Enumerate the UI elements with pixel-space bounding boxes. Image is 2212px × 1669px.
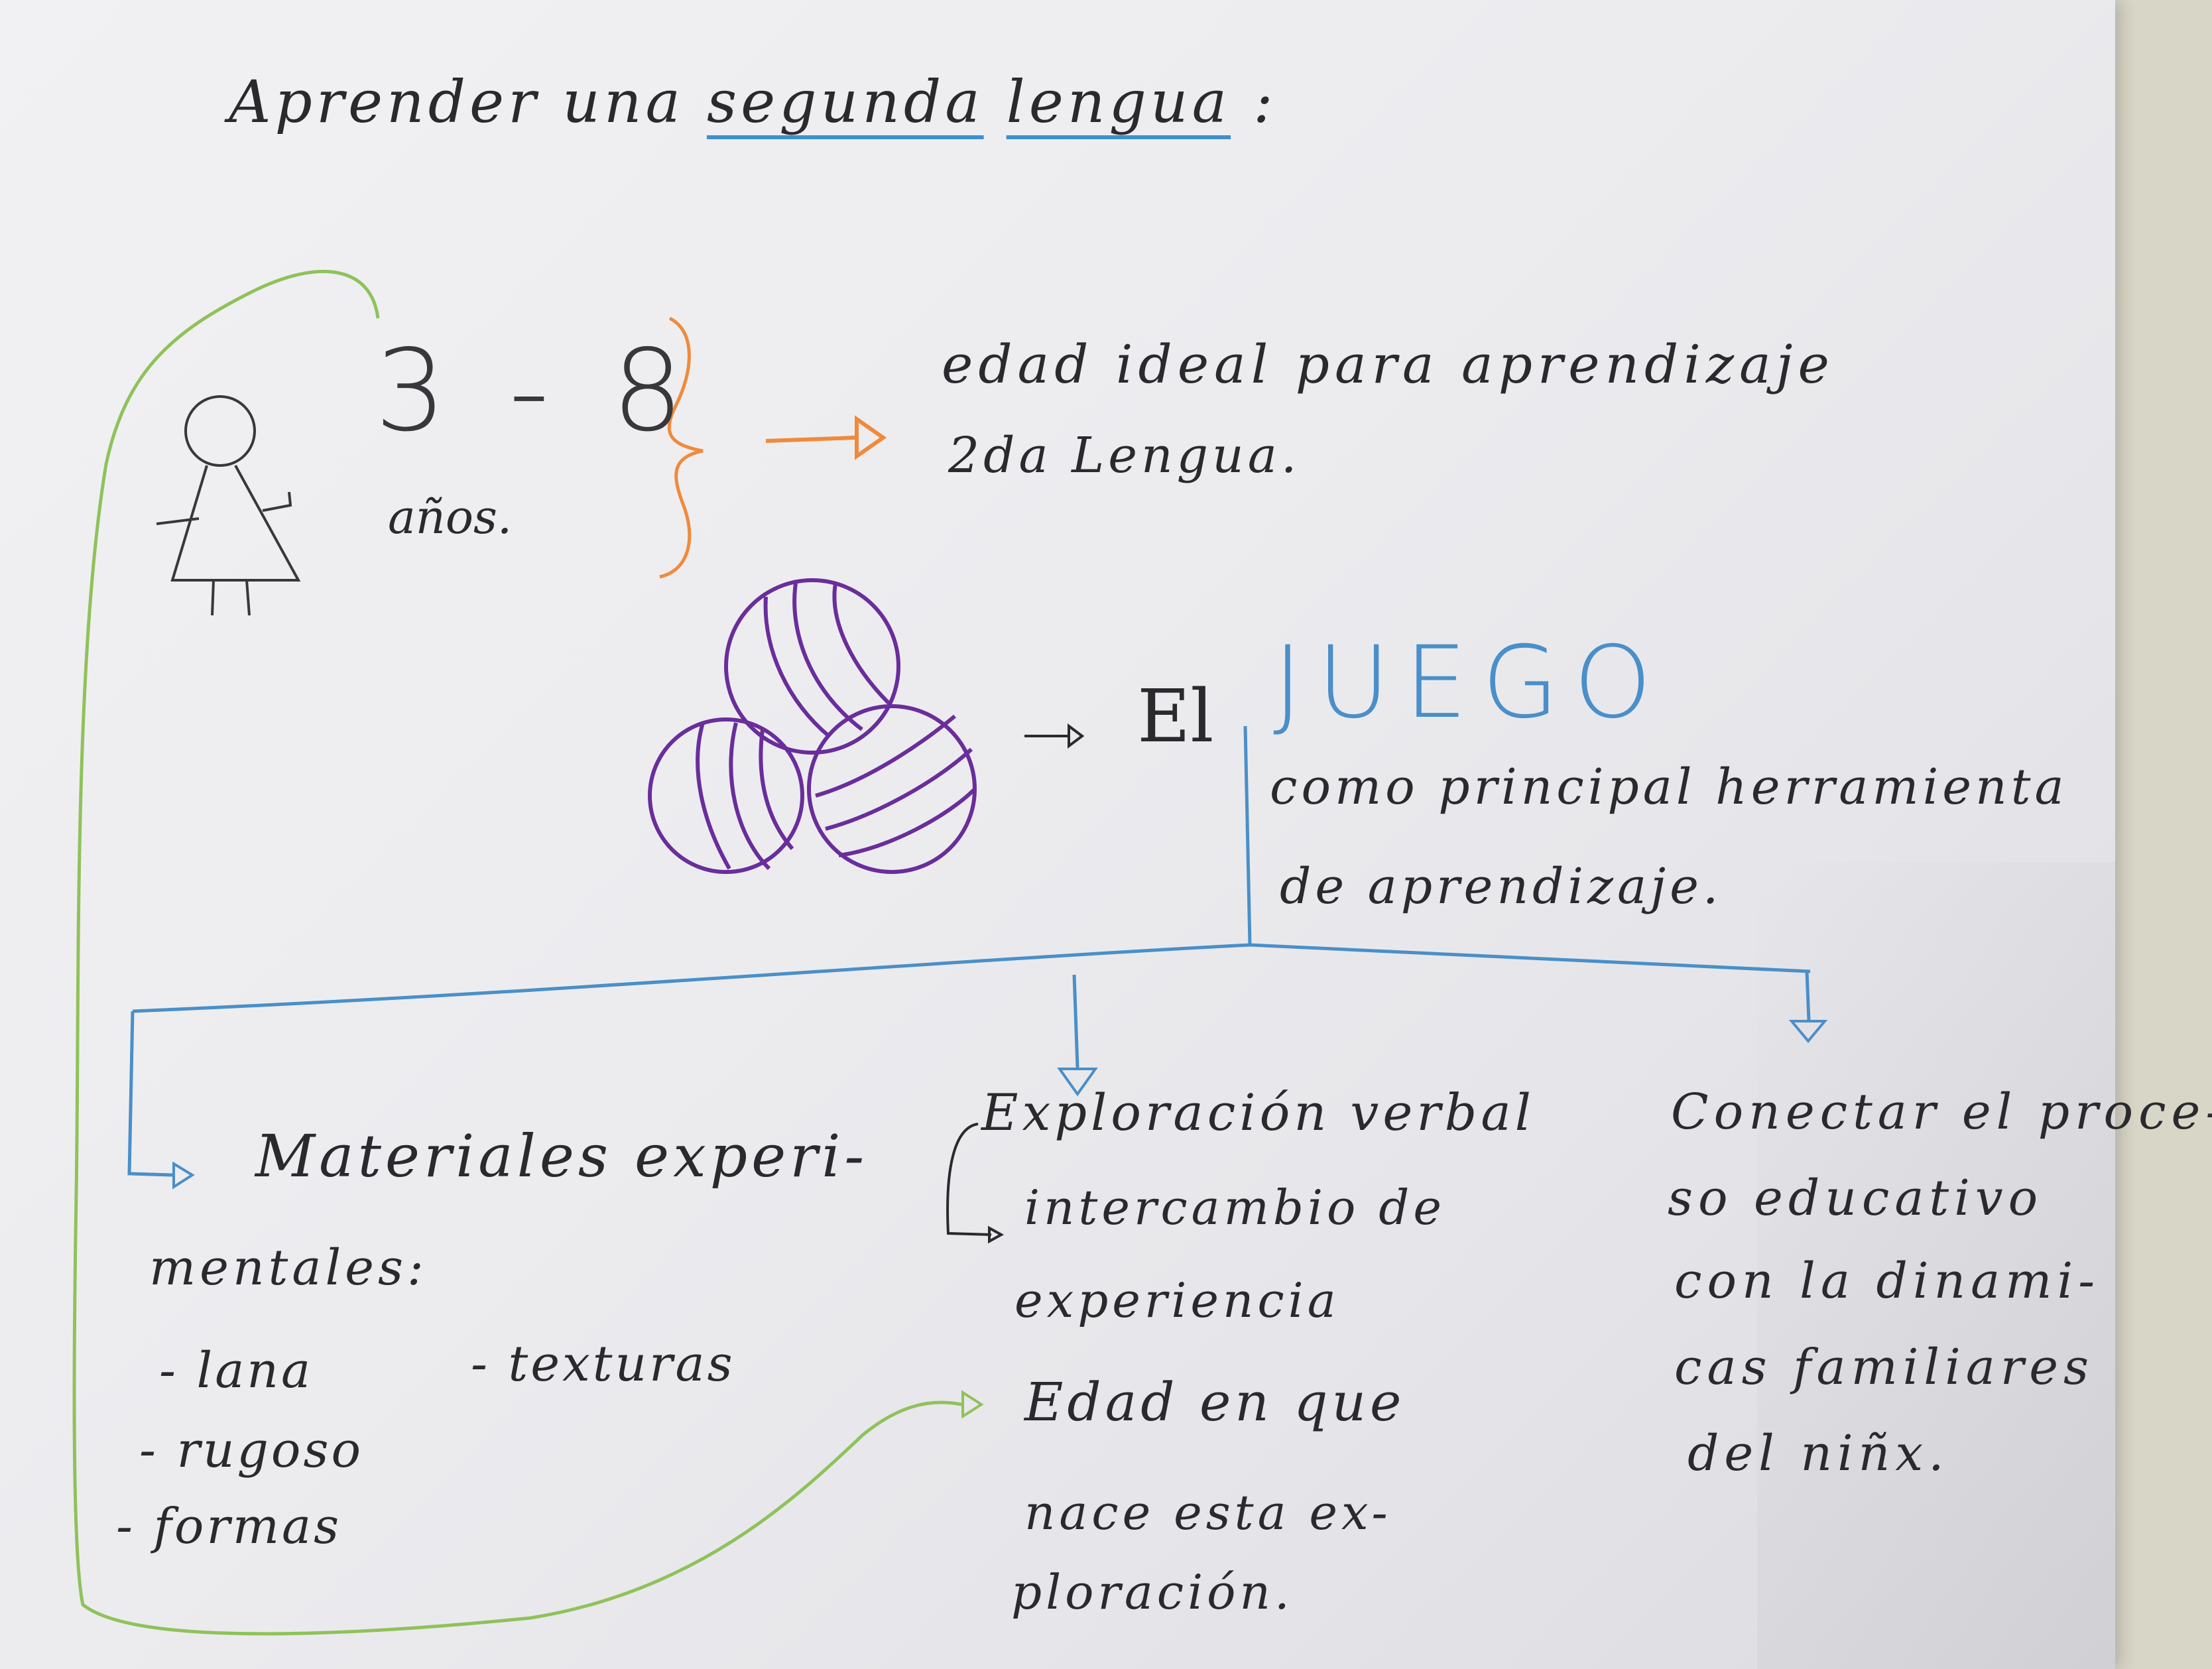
juego-heading: JUEGO (1273, 625, 1667, 741)
middle-branch-line2: intercambio de (1024, 1180, 1445, 1235)
green-arrowhead-icon (961, 1390, 984, 1419)
middle-branch-line5: nace esta ex- (1024, 1485, 1392, 1540)
blue-arrowheads-icon (172, 1020, 1828, 1190)
middle-branch-line1: Exploración verbal (981, 1083, 1535, 1142)
green-connector-line (72, 269, 962, 1636)
juego-arrow-icon (1024, 723, 1085, 749)
right-branch-line3: con la dinami- (1674, 1253, 2101, 1310)
materials-heading-line1: Materiales experi- (255, 1122, 869, 1190)
middle-branch-line4: Edad en que (1024, 1371, 1406, 1433)
age-range: 3 - 8 (375, 326, 697, 457)
materials-item-rugoso: - rugoso (139, 1422, 364, 1479)
title-word-segunda: segunda (706, 68, 984, 136)
paper-shadow (1757, 862, 2115, 1669)
title-suffix: : (1231, 68, 1277, 136)
right-branch-line2: so educativo (1668, 1170, 2044, 1227)
title-word-lengua: lengua (1006, 68, 1231, 136)
page-title: Aprender una segunda lengua : (229, 73, 1277, 131)
materials-item-formas: - formas (116, 1498, 342, 1555)
right-branch-line4: cas familiares (1674, 1339, 2094, 1396)
orange-arrow-icon (765, 415, 887, 460)
right-branch-line1: Conectar el proce- (1671, 1083, 2212, 1141)
orange-brace-icon (659, 316, 704, 579)
title-prefix: Aprender una (229, 68, 707, 136)
materials-item-texturas: - texturas (471, 1335, 735, 1392)
ideal-age-line2: 2da Lengua. (948, 427, 1301, 484)
materials-heading-line2: mentales: (149, 1239, 428, 1296)
middle-branch-line3: experiencia (1014, 1272, 1340, 1328)
ideal-age-line1: edad ideal para aprendizaje (942, 334, 1835, 395)
juego-article: El (1137, 674, 1214, 759)
materials-item-lana: - lana (159, 1342, 314, 1399)
right-branch-line5: del niñx. (1688, 1425, 1949, 1482)
yarn-balls-icon (648, 578, 977, 874)
juego-desc-line1: como principal herramienta (1270, 759, 2068, 816)
blue-tree-connectors (127, 725, 1811, 1177)
middle-branch-line6: ploración. (1011, 1564, 1294, 1620)
middle-branch-bracket (946, 1123, 1005, 1244)
stick-figure-girl-icon (156, 395, 301, 616)
juego-desc-line2: de aprendizaje. (1280, 858, 1723, 915)
age-unit: años. (388, 490, 513, 544)
